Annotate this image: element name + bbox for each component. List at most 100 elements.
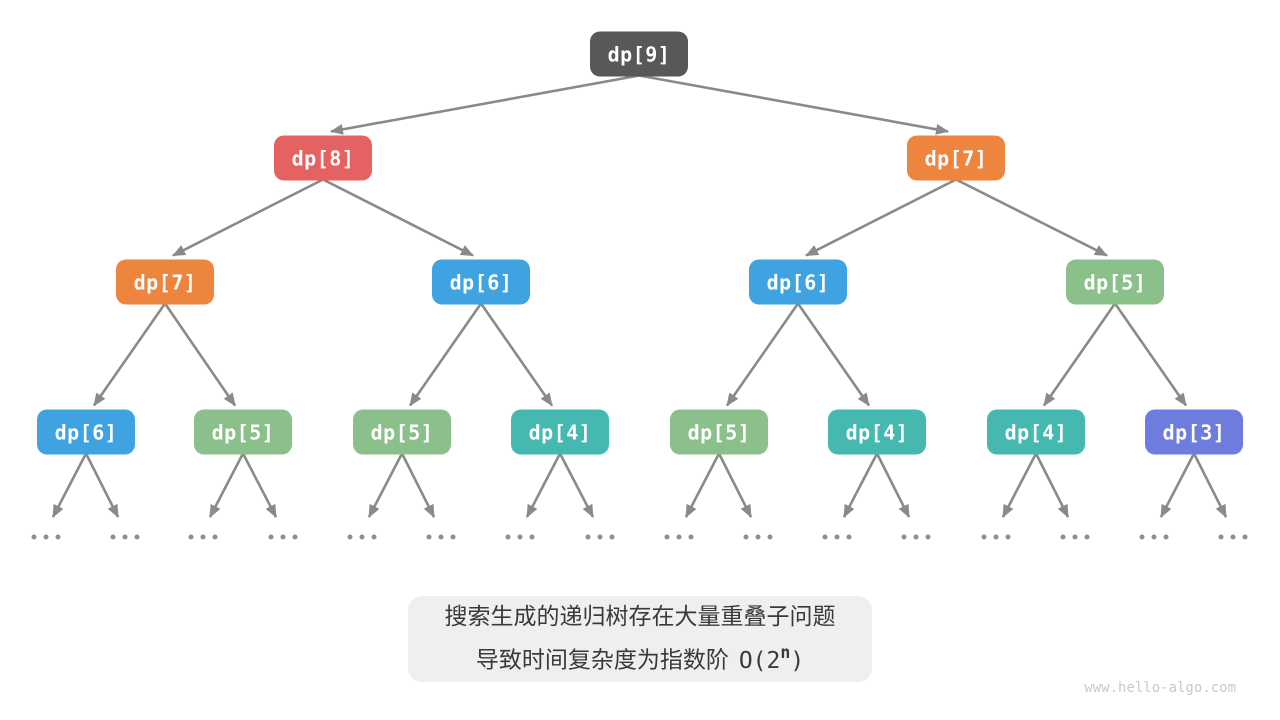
tree-node-dp6: dp[6]	[749, 259, 847, 305]
tree-node-dp9: dp[9]	[590, 31, 688, 77]
ellipsis-dot	[280, 534, 286, 540]
ellipsis-dot	[1084, 534, 1090, 540]
tree-node-dp6: dp[6]	[432, 259, 530, 305]
complexity-formula: O(2n)	[738, 643, 805, 674]
ellipsis-dot	[993, 534, 999, 540]
caption-line-1: 搜索生成的递归树存在大量重叠子问题	[444, 603, 836, 630]
ellipsis	[664, 534, 694, 540]
ellipsis-dot	[743, 534, 749, 540]
watermark: www.hello-algo.com	[1084, 680, 1236, 696]
ellipsis	[110, 534, 140, 540]
tree-node-dp7: dp[7]	[116, 259, 214, 305]
tree-edge-arrow	[1042, 302, 1117, 407]
ellipsis	[1060, 534, 1090, 540]
ellipsis-dot	[925, 534, 931, 540]
ellipsis-dot	[517, 534, 523, 540]
tree-edge-arrow	[525, 452, 562, 518]
tree-edge-arrow	[805, 178, 957, 257]
tree-node-dp5: dp[5]	[670, 409, 768, 455]
ellipsis	[268, 534, 298, 540]
ellipsis-dot	[359, 534, 365, 540]
tree-edge-arrow	[1113, 302, 1188, 407]
ellipsis-dot	[31, 534, 37, 540]
ellipsis	[981, 534, 1011, 540]
tree-node-dp8: dp[8]	[274, 135, 372, 181]
ellipsis	[347, 534, 377, 540]
tree-edge-arrow	[84, 452, 120, 518]
ellipsis	[822, 534, 852, 540]
tree-edge-arrow	[330, 74, 640, 135]
ellipsis-dot	[688, 534, 694, 540]
ellipsis-dot	[1139, 534, 1145, 540]
ellipsis-dot	[188, 534, 194, 540]
ellipsis-dot	[834, 534, 840, 540]
ellipsis-dot	[200, 534, 206, 540]
ellipsis-dot	[268, 534, 274, 540]
ellipsis-dot	[347, 534, 353, 540]
tree-node-dp5: dp[5]	[1066, 259, 1164, 305]
ellipsis-dot	[901, 534, 907, 540]
tree-edge-arrow	[367, 452, 404, 518]
tree-edge-arrow	[1034, 452, 1070, 518]
tree-edge-arrow	[638, 74, 949, 135]
ellipsis-dot	[438, 534, 444, 540]
tree-edge-arrow	[322, 178, 474, 257]
ellipsis-dot	[122, 534, 128, 540]
ellipsis	[505, 534, 535, 540]
ellipsis-dot	[913, 534, 919, 540]
ellipsis	[1218, 534, 1248, 540]
ellipsis-dot	[505, 534, 511, 540]
tree-edge-arrow	[684, 452, 721, 518]
tree-edge-arrow	[208, 452, 245, 518]
tree-edge-arrow	[1159, 452, 1196, 518]
ellipsis	[1139, 534, 1169, 540]
tree-edge-arrow	[725, 302, 800, 407]
tree-node-dp4: dp[4]	[828, 409, 926, 455]
tree-edge-arrow	[796, 302, 871, 407]
ellipsis	[426, 534, 456, 540]
ellipsis	[585, 534, 615, 540]
tree-edge-arrow	[400, 452, 436, 518]
tree-edge-arrow	[479, 302, 554, 407]
ellipsis-dot	[597, 534, 603, 540]
tree-node-dp5: dp[5]	[353, 409, 451, 455]
ellipsis-dot	[676, 534, 682, 540]
ellipsis-dot	[1072, 534, 1078, 540]
ellipsis-dot	[664, 534, 670, 540]
ellipsis-dot	[43, 534, 49, 540]
tree-edge-arrow	[92, 302, 167, 407]
ellipsis-dot	[585, 534, 591, 540]
ellipsis-dot	[767, 534, 773, 540]
tree-edge-arrow	[842, 452, 879, 518]
tree-edge-arrow	[1001, 452, 1038, 518]
ellipsis-dot	[981, 534, 987, 540]
tree-edge-arrow	[717, 452, 753, 518]
ellipsis-dot	[371, 534, 377, 540]
ellipsis-dot	[134, 534, 140, 540]
ellipsis-dot	[450, 534, 456, 540]
tree-edge-arrow	[241, 452, 278, 518]
tree-edge-arrow	[163, 302, 237, 407]
tree-node-dp5: dp[5]	[194, 409, 292, 455]
ellipsis-dot	[292, 534, 298, 540]
ellipsis-dot	[110, 534, 116, 540]
ellipsis-dot	[529, 534, 535, 540]
tree-node-dp3: dp[3]	[1145, 409, 1243, 455]
tree-node-dp4: dp[4]	[511, 409, 609, 455]
tree-edge-arrow	[51, 452, 88, 518]
ellipsis-dot	[755, 534, 761, 540]
ellipsis-dot	[1163, 534, 1169, 540]
tree-edge-arrow	[1192, 452, 1228, 518]
ellipsis-dot	[822, 534, 828, 540]
tree-edge-arrow	[172, 178, 324, 257]
ellipsis-dot	[1230, 534, 1236, 540]
tree-node-dp4: dp[4]	[987, 409, 1085, 455]
tree-edge-arrow	[408, 302, 483, 407]
tree-edge-arrow	[875, 452, 911, 518]
ellipsis-dot	[1151, 534, 1157, 540]
ellipsis-dot	[1242, 534, 1248, 540]
